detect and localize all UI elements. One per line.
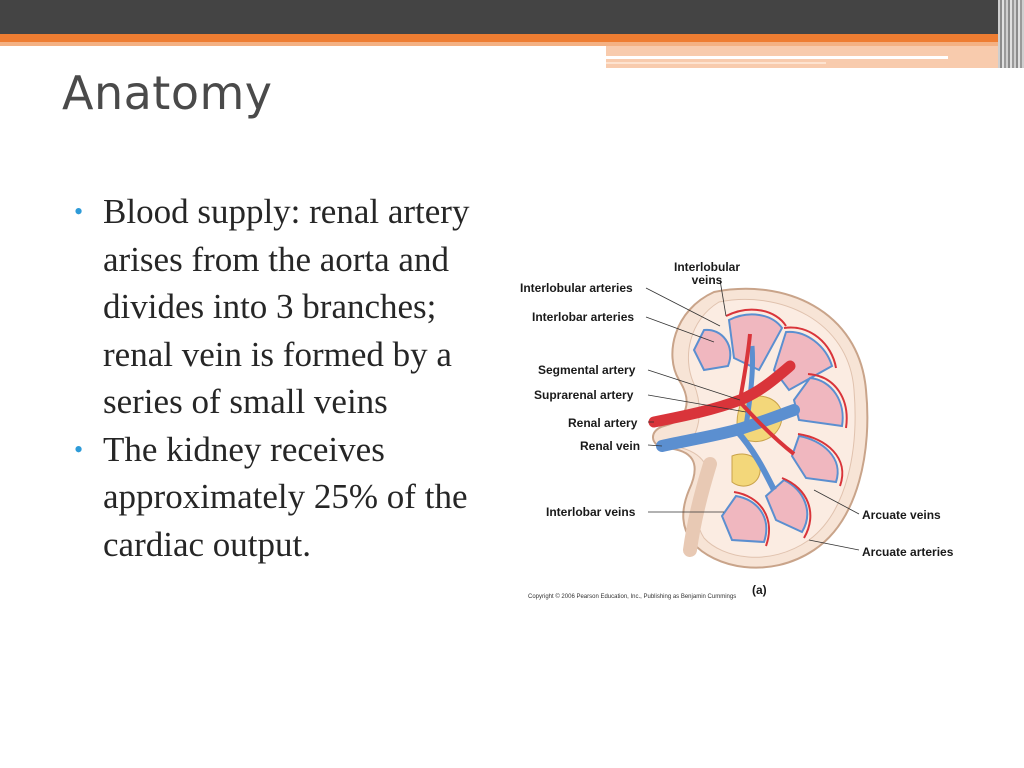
header-light-orange-bar <box>0 42 1024 46</box>
label-renal-artery: Renal artery <box>568 416 638 430</box>
bullet-text: The kidney receives approximately 25% of… <box>103 429 468 564</box>
header-accent-line-thin <box>606 62 826 64</box>
header-accent-line <box>606 56 948 59</box>
label-arcuate-veins: Arcuate veins <box>862 508 941 522</box>
label-interlobar-veins: Interlobar veins <box>546 505 636 519</box>
label-arcuate-arteries: Arcuate arteries <box>862 545 954 559</box>
bullet-dot-icon: • <box>74 197 84 226</box>
kidney-illustration <box>645 279 869 569</box>
label-segmental-artery: Segmental artery <box>538 363 636 377</box>
bullet-text: Blood supply: renal artery arises from t… <box>103 192 470 421</box>
panel-label: (a) <box>752 583 767 597</box>
label-suprarenal-artery: Suprarenal artery <box>534 388 634 402</box>
bullet-dot-icon: • <box>74 434 84 464</box>
header-dark-bar <box>0 0 1024 34</box>
bullet-item: • Blood supply: renal artery arises from… <box>74 188 514 426</box>
header-stripes <box>998 0 1024 68</box>
figure-copyright: Copyright © 2006 Pearson Education, Inc.… <box>528 594 737 600</box>
label-interlobular-arteries: Interlobular arteries <box>520 281 633 295</box>
bullet-item: • The kidney receives approximately 25% … <box>74 426 514 569</box>
bullet-list: • Blood supply: renal artery arises from… <box>74 188 514 568</box>
label-interlobar-arteries: Interlobar arteries <box>532 310 635 324</box>
header-orange-bar <box>0 34 1024 42</box>
label-renal-vein: Renal vein <box>580 439 641 453</box>
slide-title: Anatomy <box>62 66 273 120</box>
